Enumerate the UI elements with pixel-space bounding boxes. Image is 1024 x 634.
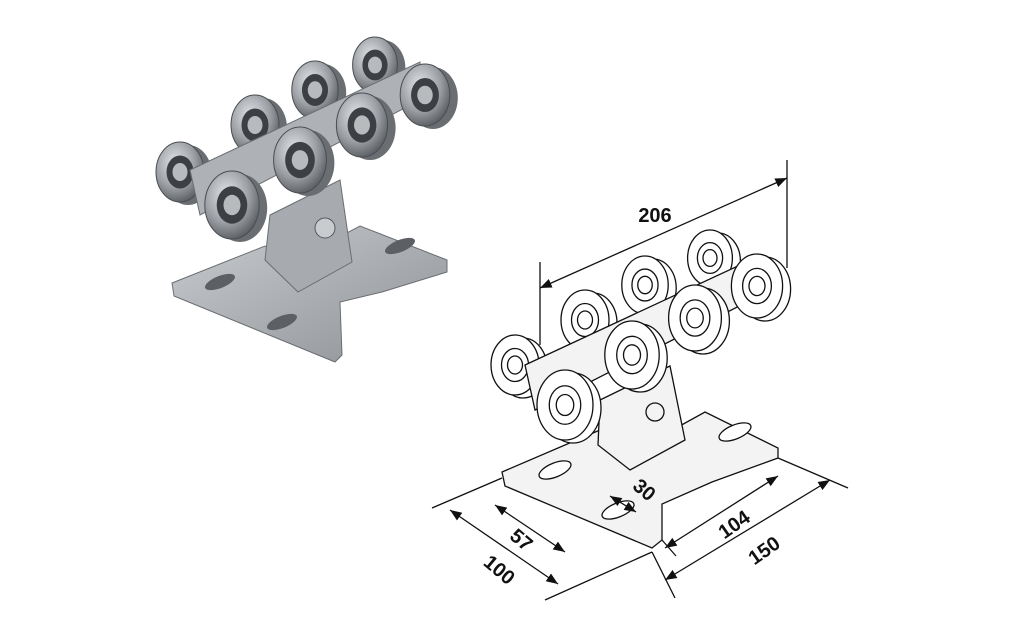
- wheel-hub: [506, 355, 524, 375]
- wheel-hub: [172, 163, 188, 181]
- wheels: [155, 36, 458, 242]
- wheel-hub: [576, 310, 594, 330]
- slot-hole: [538, 460, 572, 480]
- axle-bolt: [645, 402, 665, 422]
- wheel-hub: [686, 307, 704, 329]
- wheel: [667, 284, 731, 355]
- wheel-hub: [622, 344, 642, 366]
- wheel: [604, 320, 668, 393]
- axle-bolt: [314, 217, 336, 239]
- wheel-hub: [748, 275, 766, 297]
- wheel: [730, 253, 792, 322]
- wheel-hub: [247, 116, 263, 134]
- wheel: [273, 126, 335, 196]
- wheel-hub: [307, 81, 323, 99]
- wheel-hub: [637, 275, 653, 295]
- carriage-render: [155, 36, 458, 363]
- wheel: [399, 63, 458, 129]
- wheel-hub: [555, 393, 575, 417]
- slot-hole: [384, 237, 416, 255]
- dim-plate-width: 100: [479, 551, 519, 589]
- carriage-dimension-drawing: [431, 160, 849, 601]
- wheel-hub: [291, 150, 309, 170]
- slot-hole: [266, 313, 298, 331]
- wheel: [536, 369, 602, 444]
- dim-length: 206: [638, 205, 671, 227]
- wheel: [155, 141, 212, 205]
- wheel-hub: [368, 56, 382, 74]
- dim-slot-spacing-long: 104: [715, 506, 756, 544]
- wheel-hub: [702, 248, 718, 268]
- dimension-lines: [431, 160, 849, 601]
- slot-hole: [204, 273, 236, 291]
- wheel-hub: [417, 85, 433, 105]
- slot-hole: [718, 422, 752, 442]
- dim-plate-length: 150: [745, 533, 785, 570]
- wheel-hub: [354, 115, 370, 135]
- wheel: [204, 170, 268, 242]
- bracket: [264, 179, 353, 293]
- wheel: [335, 92, 396, 160]
- wheel-hub: [223, 194, 241, 216]
